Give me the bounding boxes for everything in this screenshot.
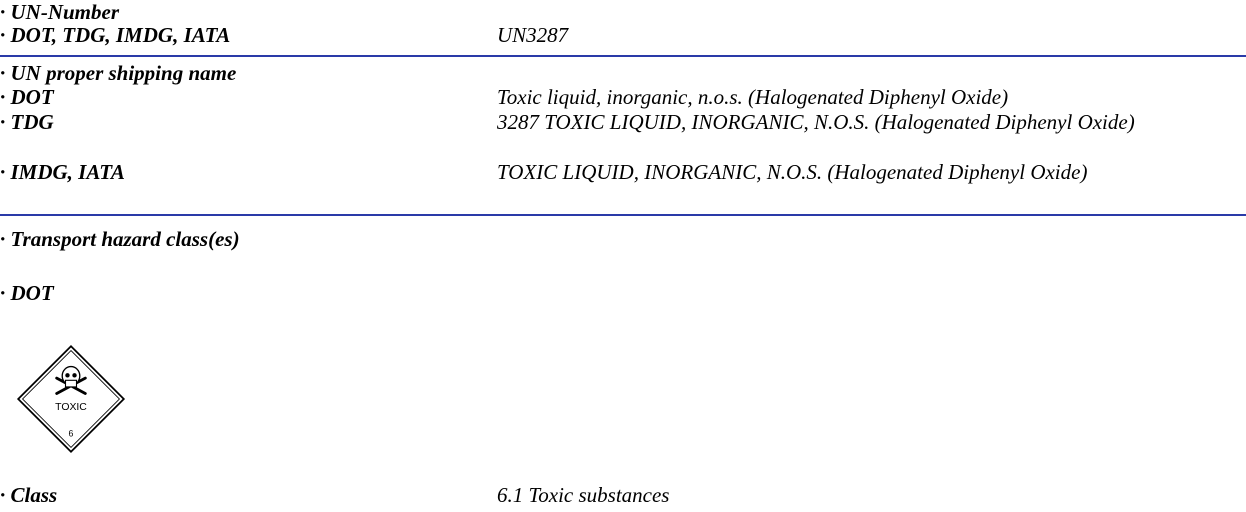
- shipping-name-heading: · UN proper shipping name: [0, 61, 237, 85]
- hazard-class-heading: · Transport hazard class(es): [0, 227, 240, 251]
- section-divider: [0, 214, 1246, 216]
- un-number-value: UN3287: [497, 23, 569, 47]
- shipping-name-tdg-label: · TDG: [0, 110, 54, 134]
- shipping-name-tdg-value: 3287 TOXIC LIQUID, INORGANIC, N.O.S. (Ha…: [497, 110, 1135, 134]
- shipping-name-dot-value: Toxic liquid, inorganic, n.o.s. (Halogen…: [497, 85, 1009, 109]
- hazard-class-dot-label: · DOT: [0, 281, 54, 305]
- class-value: 6.1 Toxic substances: [497, 483, 670, 507]
- toxic-placard-icon: TOXIC 6: [16, 344, 126, 454]
- un-number-label: · DOT, TDG, IMDG, IATA: [0, 23, 231, 47]
- shipping-name-dot-label: · DOT: [0, 85, 54, 109]
- shipping-name-imdg-label: · IMDG, IATA: [0, 160, 125, 184]
- placard-number: 6: [69, 428, 74, 438]
- placard-label: TOXIC: [55, 402, 87, 413]
- shipping-name-imdg-value: TOXIC LIQUID, INORGANIC, N.O.S. (Halogen…: [497, 160, 1088, 184]
- class-label: · Class: [0, 483, 58, 507]
- skull-crossbones-icon: [55, 365, 87, 395]
- un-number-heading: · UN-Number: [0, 0, 119, 24]
- section-divider: [0, 55, 1246, 57]
